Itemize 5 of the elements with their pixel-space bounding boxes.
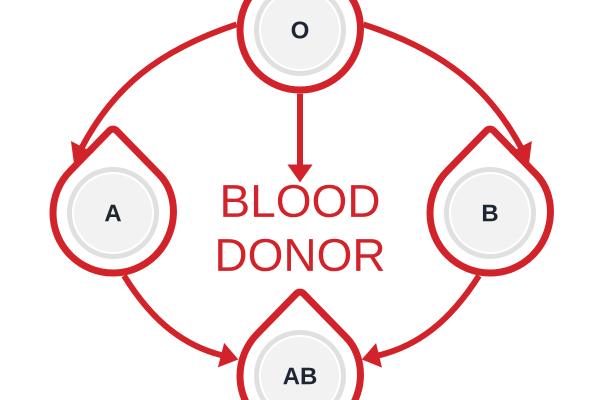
title-text: BLOOD DONOR [218, 184, 384, 272]
blood-drop: O [236, 0, 364, 94]
blood-drop: AB [236, 288, 364, 400]
blood-drop: B [426, 126, 554, 276]
blood-drop: A [50, 126, 177, 276]
